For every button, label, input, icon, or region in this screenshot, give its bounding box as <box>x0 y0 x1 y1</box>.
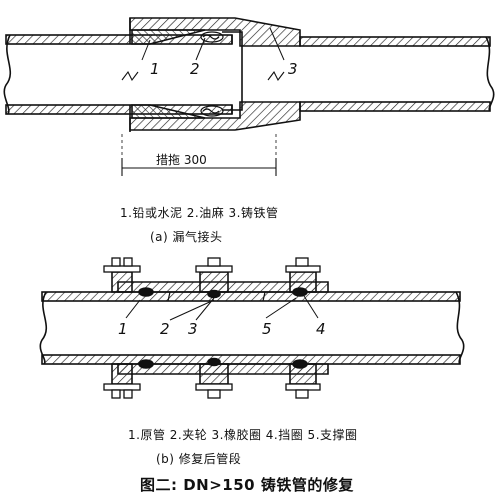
pipe-a-right-top-wall <box>299 36 491 47</box>
flange-mid-upper <box>199 271 229 293</box>
part-number-b-1: 1 <box>118 320 128 338</box>
figure-title: 图二: DN>150 铸铁管的修复 <box>140 476 354 494</box>
bolts-lower <box>103 383 321 399</box>
bolts-upper <box>103 257 321 273</box>
pipe-a-left-break <box>3 34 11 115</box>
part-number-b-4: 4 <box>316 320 326 338</box>
pipe-a-bottom-wall <box>5 104 233 115</box>
dimension-text: 措拖 300 <box>156 153 207 167</box>
pipe-a-top-wall <box>5 34 233 45</box>
lead-seal-lower <box>131 104 206 119</box>
pipe-a-right-break <box>485 36 495 112</box>
part-number-b-5: 5 <box>262 320 272 338</box>
diagram-b-repaired <box>39 257 465 399</box>
flange-mid-lower <box>199 363 229 385</box>
diagram-a-leak-joint <box>3 17 495 176</box>
legend-b: 1.原管 2.夹轮 3.橡胶圈 4.挡圈 5.支撑圈 <box>128 428 358 442</box>
legend-a: 1.铅或水泥 2.油麻 3.铸铁管 <box>120 206 279 220</box>
flange-left-upper <box>111 271 133 293</box>
rubber-ring-mid-upper <box>207 289 221 299</box>
rubber-ring-mid-lower <box>207 357 221 367</box>
rubber-ring-left-lower <box>138 359 154 369</box>
labels-b: 1 2 3 5 4 <box>118 320 326 338</box>
part-number-b-2: 2 <box>160 320 170 338</box>
pipe-b-right-break <box>455 291 465 365</box>
caption-a: (a) 漏气接头 <box>150 230 223 244</box>
hemp-packing-lower <box>200 105 224 117</box>
part-number-a-3: 3 <box>288 60 298 78</box>
rubber-ring-right-upper <box>292 287 308 297</box>
spigot-end-rim <box>222 31 243 111</box>
part-number-a-2: 2 <box>190 60 200 78</box>
caption-b: (b) 修复后管段 <box>156 452 242 466</box>
labels-a: 1 2 3 <box>150 60 298 78</box>
rubber-ring-right-lower <box>292 359 308 369</box>
pipe-b-bottom-wall <box>41 354 461 365</box>
rubber-ring-left-upper <box>138 287 154 297</box>
pipe-b-top-wall <box>41 291 461 302</box>
pipe-b-left-break <box>39 291 48 365</box>
part-number-b-3: 3 <box>188 320 198 338</box>
flange-left-lower <box>111 363 133 385</box>
pipe-a-right-bottom-wall <box>299 101 491 112</box>
part-number-a-1: 1 <box>150 60 160 78</box>
hemp-packing-upper <box>200 31 224 43</box>
